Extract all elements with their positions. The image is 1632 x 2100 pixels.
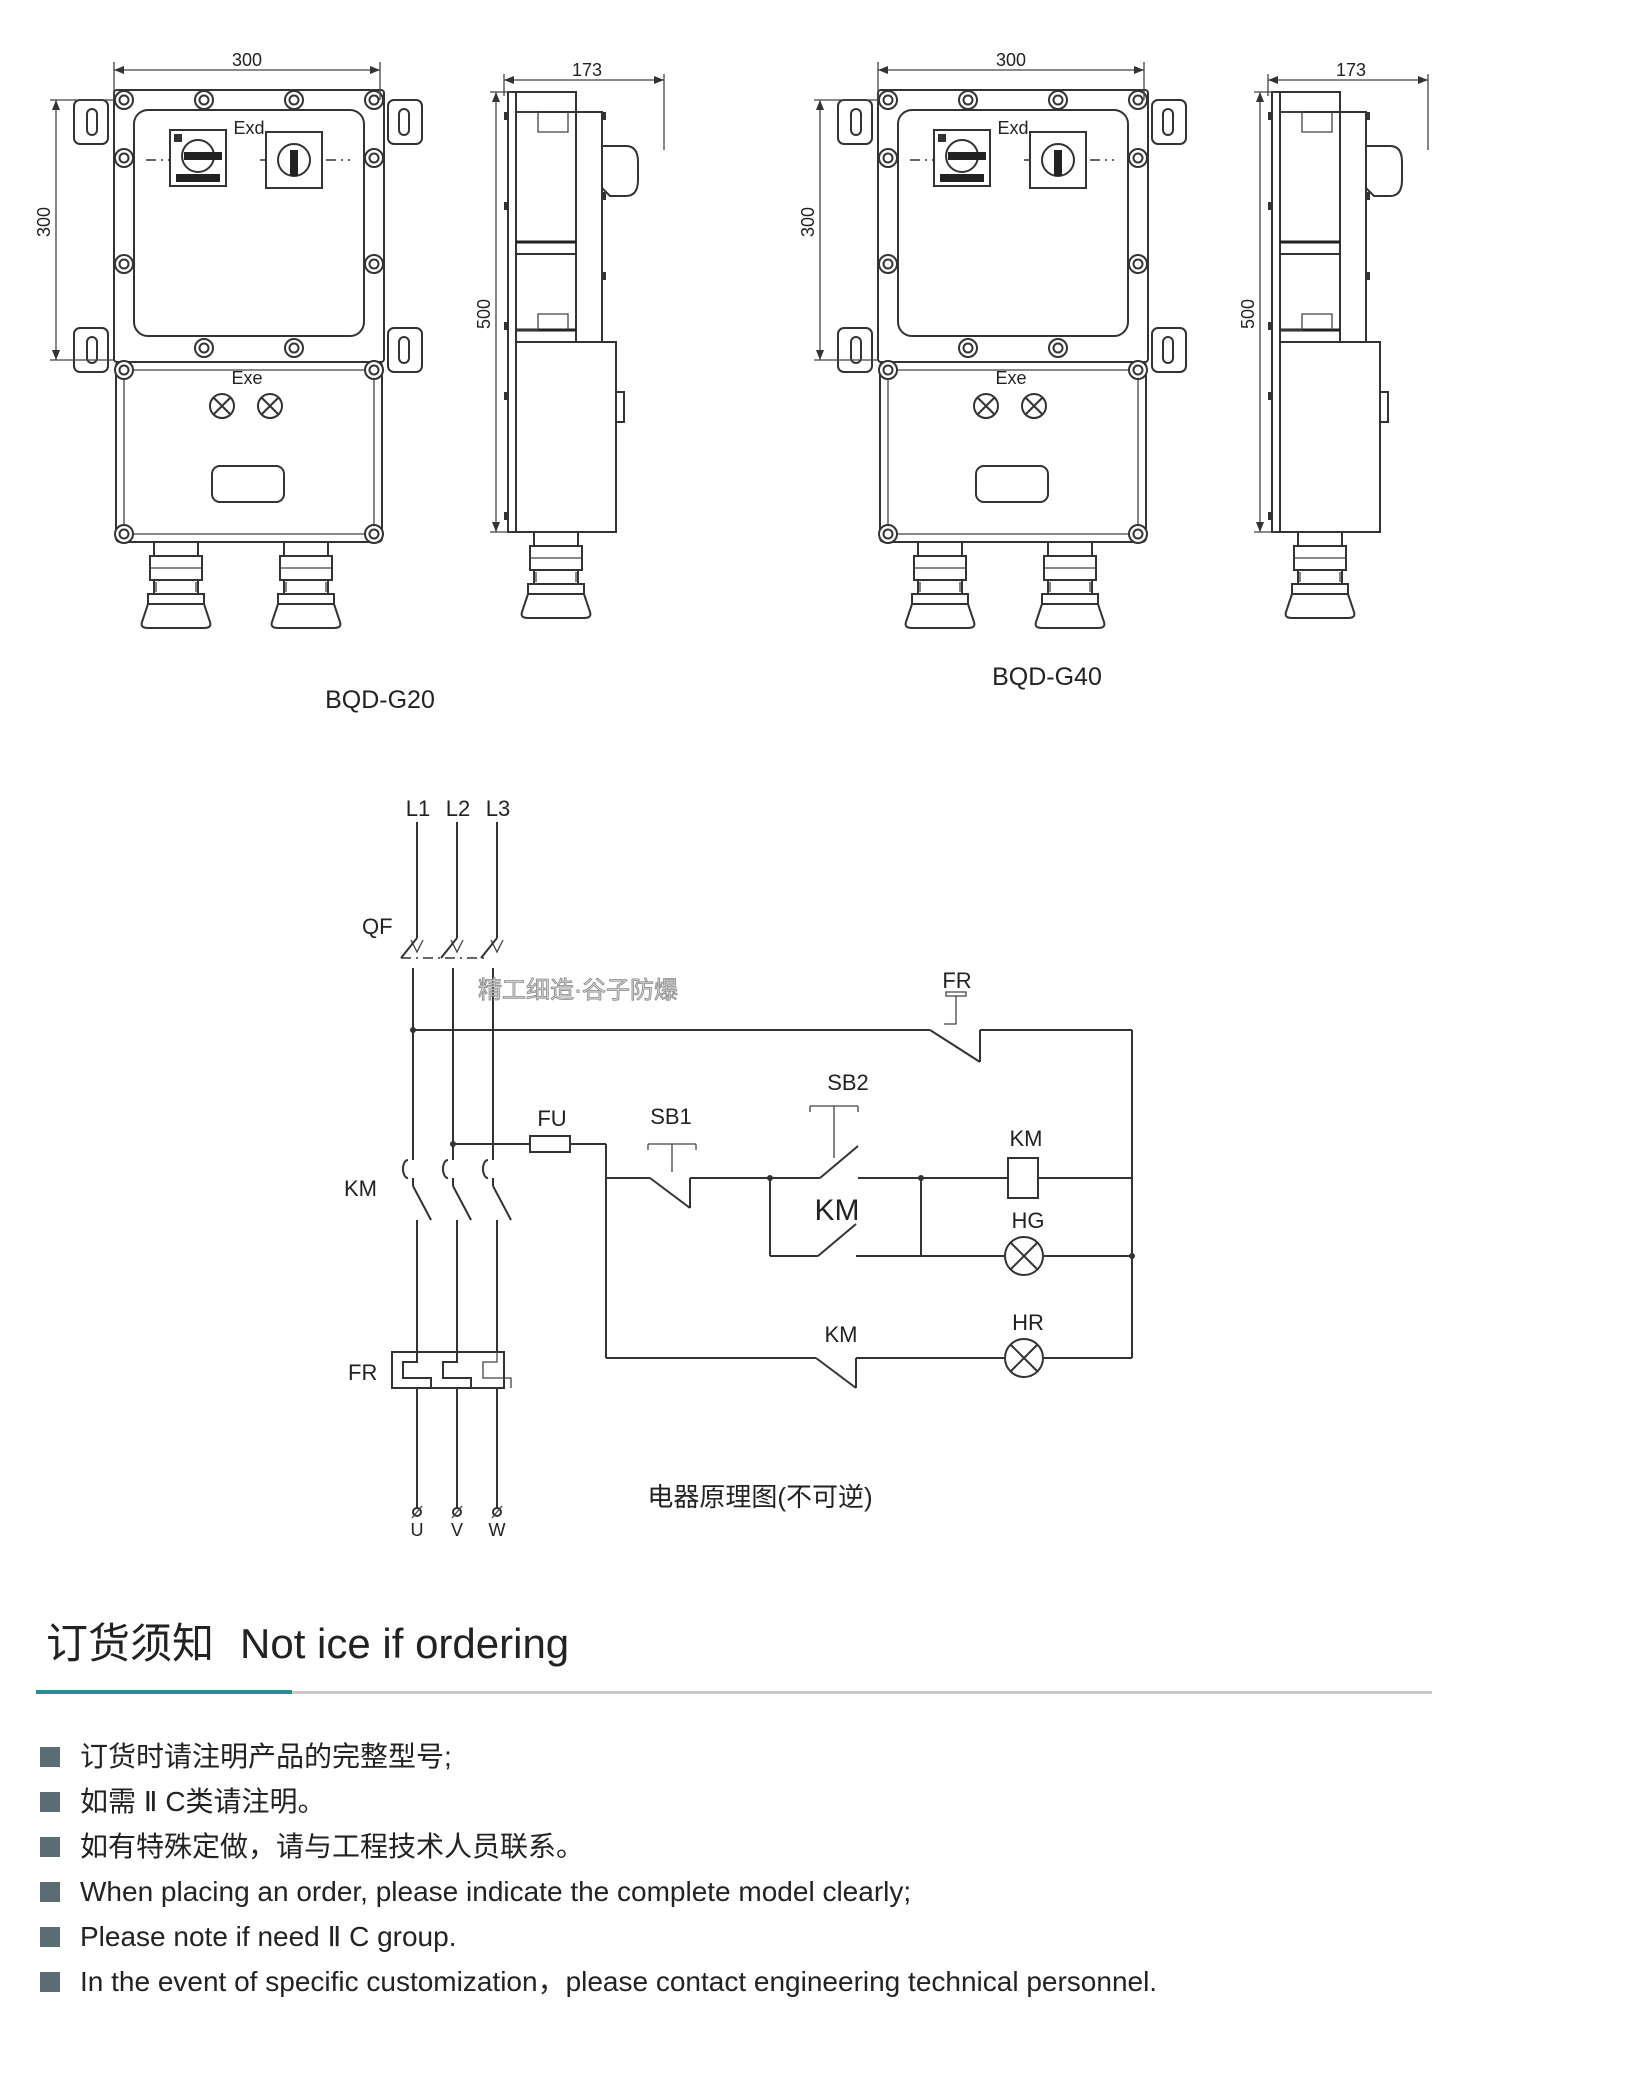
note-text: 如需 Ⅱ C类请注明。 [80, 1786, 326, 1817]
label-l2: L2 [446, 796, 470, 821]
label-u: U [411, 1520, 424, 1540]
watermark-text: 精工细造·谷子防爆 [478, 977, 678, 1004]
label-km-main: KM [344, 1176, 377, 1201]
g20-front-height-label: 300 [34, 207, 54, 237]
schematic-caption: 电器原理图(不可逆) [647, 1482, 872, 1512]
g20-side-depth-label: 173 [572, 60, 602, 80]
square-bullet-icon [40, 1747, 60, 1767]
label-l3: L3 [486, 796, 510, 821]
list-item: In the event of specific customization，p… [40, 1959, 1157, 2004]
heading-divider [36, 1691, 1432, 1694]
list-item: When placing an order, please indicate t… [40, 1869, 1157, 1914]
heading-accent-bar [36, 1690, 292, 1694]
square-bullet-icon [40, 1882, 60, 1902]
square-bullet-icon [40, 1972, 60, 1992]
label-hr: HR [1012, 1310, 1044, 1335]
g40-side-depth-label: 173 [1336, 60, 1366, 80]
label-fr-main: FR [348, 1360, 377, 1385]
ordering-heading: 订货须知 Not ice if ordering [46, 1610, 569, 1671]
label-l1: L1 [406, 796, 430, 821]
label-sb2: SB2 [827, 1070, 869, 1095]
g40-exd-label: Exd [997, 118, 1028, 138]
product-bqd-g40-drawing: 300 300 Exd Exe 173 500 BQD-G40 [798, 50, 1429, 691]
square-bullet-icon [40, 1927, 60, 1947]
g20-exd-label: Exd [233, 118, 264, 138]
note-text: Please note if need Ⅱ C group. [80, 1921, 457, 1952]
label-fr-contact: FR [942, 968, 971, 993]
electrical-schematic: L1 L2 L3 QF KM FR U V W FU SB1 SB2 KM FR… [344, 796, 1135, 1540]
g40-front-height-label: 300 [798, 207, 818, 237]
square-bullet-icon [40, 1792, 60, 1812]
label-km-nc: KM [825, 1322, 858, 1347]
list-item: 订货时请注明产品的完整型号; [40, 1734, 1157, 1779]
list-item: 如需 Ⅱ C类请注明。 [40, 1779, 1157, 1824]
square-bullet-icon [40, 1837, 60, 1857]
label-qf: QF [362, 914, 393, 939]
g40-model-label: BQD-G40 [992, 663, 1102, 691]
g40-front-width-label: 300 [996, 50, 1026, 70]
label-km-coil: KM [1010, 1126, 1043, 1151]
list-item: 如有特殊定做，请与工程技术人员联系。 [40, 1824, 1157, 1869]
g40-exe-label: Exe [995, 368, 1026, 388]
note-text: 如有特殊定做，请与工程技术人员联系。 [80, 1831, 585, 1862]
note-text: In the event of specific customization，p… [80, 1966, 1158, 1997]
label-km-hold: KM [815, 1194, 860, 1227]
note-text: 订货时请注明产品的完整型号; [80, 1741, 452, 1772]
g20-model-label: BQD-G20 [325, 686, 435, 714]
label-v: V [451, 1520, 463, 1540]
g20-side-height-label: 500 [474, 299, 494, 329]
list-item: Please note if need Ⅱ C group. [40, 1914, 1157, 1959]
label-w: W [489, 1520, 506, 1540]
ordering-title-en: Not ice if ordering [240, 1620, 570, 1667]
label-hg: HG [1012, 1208, 1045, 1233]
note-text: When placing an order, please indicate t… [80, 1876, 912, 1907]
ordering-title-cn: 订货须知 [46, 1620, 215, 1667]
label-sb1: SB1 [650, 1104, 692, 1129]
product-bqd-g20-drawing: 300 300 Exd Exe 173 500 BQD-G20 [34, 50, 665, 714]
g20-exe-label: Exe [231, 368, 262, 388]
g40-side-height-label: 500 [1238, 299, 1258, 329]
label-fu: FU [537, 1106, 566, 1131]
ordering-notes-list: 订货时请注明产品的完整型号; 如需 Ⅱ C类请注明。 如有特殊定做，请与工程技术… [40, 1734, 1157, 2004]
g20-front-width-label: 300 [232, 50, 262, 70]
